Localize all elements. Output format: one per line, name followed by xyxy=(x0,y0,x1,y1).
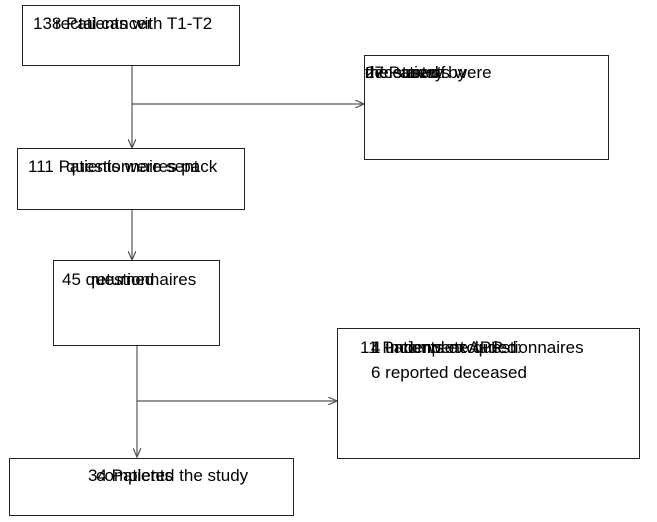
box-questionnaires-returned: 45 questionnaires returned xyxy=(53,260,220,346)
box-line: returned xyxy=(91,270,155,289)
box-line: the start of xyxy=(365,63,446,82)
box-line: questionnaires pack xyxy=(66,157,218,176)
box-line: 34 Patients xyxy=(88,466,174,485)
box-line: the survey xyxy=(365,63,444,82)
box-completed-study: 34 Patients completed the study xyxy=(9,458,294,516)
box-questionnaires-sent: 111 Patients were sent questionnaires pa… xyxy=(17,148,245,210)
box-line: 1 underwent APR xyxy=(371,338,504,357)
box-line: completed the study xyxy=(96,466,249,485)
box-line: rectal cancer xyxy=(55,14,153,33)
box-line: 45 questionnaires xyxy=(62,270,197,289)
box-line: 4 Incomplete questionnaires xyxy=(371,338,584,357)
box-patients-excluded: 11 Patients excluded: 6 reported decease… xyxy=(337,328,640,459)
box-initial-patients: 138 Patients with T1-T2 rectal cancer xyxy=(22,5,240,66)
box-line: 27 Patients were xyxy=(365,63,492,82)
box-line: 11 Patients excluded: xyxy=(360,338,522,357)
box-line: 6 reported deceased xyxy=(371,363,527,382)
box-line: 138 Patients with T1-T2 xyxy=(33,14,213,33)
box-line: 111 Patients were sent xyxy=(28,157,199,176)
box-deceased-patients: 27 Patients were deceased by the start o… xyxy=(364,55,609,160)
box-line: deceased by xyxy=(365,63,467,82)
